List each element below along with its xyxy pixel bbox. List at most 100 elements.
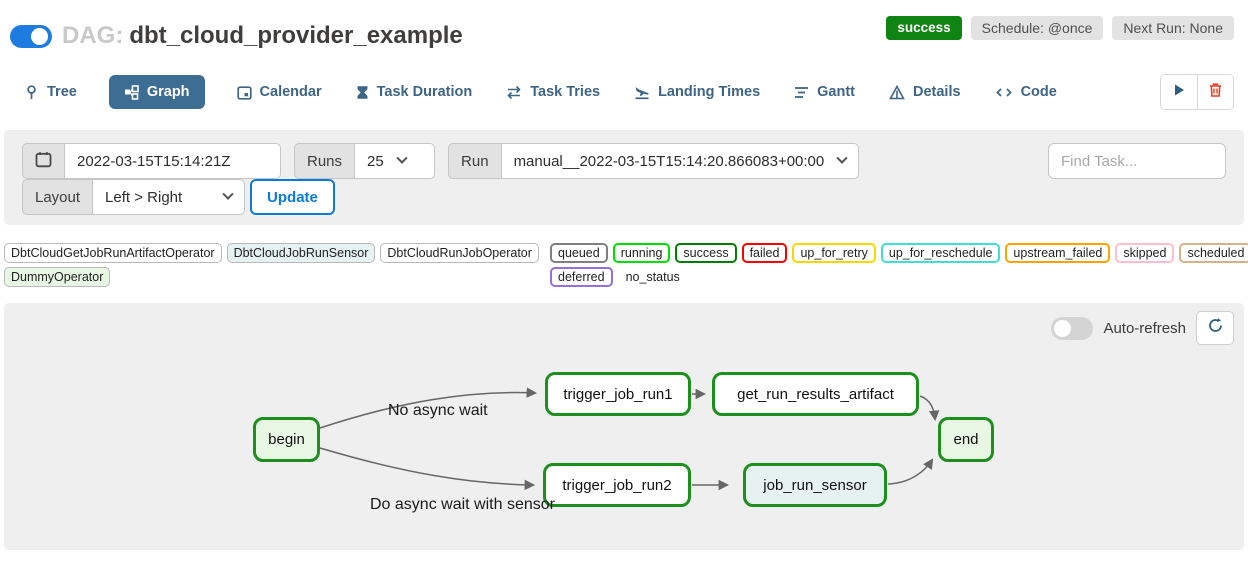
edge-label-no-async: No async wait [388,402,488,419]
operator-badge: DbtCloudJobRunSensor [226,243,376,263]
base-date-group: 2022-03-15T15:14:21Z [22,143,281,179]
status-badge-deferred[interactable]: deferred [550,267,613,287]
tab-task-tries[interactable]: Task Tries [504,75,602,109]
edge-artifact-end [919,395,940,422]
refresh-button[interactable] [1196,311,1234,345]
graph-icon [124,84,139,100]
layout-value: Left > Right [105,188,183,206]
page-header: DAG: dbt_cloud_provider_example success … [0,0,1248,50]
operator-badge: DbtCloudGetJobRunArtifactOperator [4,243,222,263]
operator-badge: DummyOperator [4,267,111,287]
runs-label: Runs [294,143,356,179]
edge-label-with-sensor: Do async wait with sensor [370,496,555,513]
graph-panel: Auto-refresh begin trigger_job_run1 get_… [4,303,1244,550]
update-button[interactable]: Update [250,179,335,215]
auto-refresh-toggle[interactable] [1051,316,1094,340]
refresh-icon [1207,317,1224,339]
toggle-knob [1054,319,1072,337]
refresh-controls: Auto-refresh [1051,311,1234,345]
run-select[interactable]: manual__2022-03-15T15:14:20.866083+00:00 [501,143,860,179]
tab-code[interactable]: Code [993,75,1059,109]
find-task-input[interactable] [1048,143,1226,179]
status-badge-success[interactable]: success [675,243,737,263]
next-run-badge: Next Run: None [1112,16,1234,40]
delete-dag-button[interactable] [1197,75,1233,109]
tab-calendar[interactable]: Calendar [235,75,324,109]
auto-refresh-label: Auto-refresh [1103,319,1186,337]
calendar-icon [35,151,52,172]
chevron-down-icon [836,152,848,164]
edge-begin-trigger2 [319,447,536,491]
layout-label: Layout [22,179,94,215]
calendar-addon [22,143,65,179]
schedule-badge[interactable]: Schedule: @once [970,16,1104,40]
gantt-icon [794,85,809,100]
dag-pause-toggle[interactable] [10,24,52,48]
tab-label: Graph [146,84,190,100]
tab-label: Landing Times [658,84,761,100]
node-begin[interactable]: begin [253,417,320,462]
node-end[interactable]: end [938,417,994,462]
status-badge: success [886,16,962,40]
node-job-run-sensor[interactable]: job_run_sensor [743,463,887,507]
tab-label: Gantt [817,84,855,100]
dag-prefix-label: DAG: [62,22,124,49]
chevron-down-icon [222,188,234,200]
details-icon [889,84,905,100]
operator-legend: DbtCloudGetJobRunArtifactOperator DbtClo… [4,243,550,287]
base-date-input[interactable]: 2022-03-15T15:14:21Z [65,143,281,179]
tab-label: Details [913,84,961,100]
runs-select[interactable]: 25 [355,143,436,179]
runs-value: 25 [367,152,384,170]
status-badge-upstream-failed[interactable]: upstream_failed [1005,243,1111,263]
status-badge-skipped[interactable]: skipped [1115,243,1175,263]
header-badges: success Schedule: @once Next Run: None [886,16,1234,40]
status-badge-failed[interactable]: failed [741,243,788,263]
tab-task-duration[interactable]: Task Duration [354,75,475,109]
edge-sensor-end [887,458,934,485]
filter-row-2: Layout Left > Right Update [22,179,1226,215]
legend: DbtCloudGetJobRunArtifactOperator DbtClo… [4,243,1248,287]
legend-row: DbtCloudGetJobRunArtifactOperator DbtClo… [4,243,550,263]
operator-badge: DbtCloudRunJobOperator [380,243,539,263]
status-badge-no-status: no_status [625,270,680,284]
legend-row: deferred no_status [550,267,1248,287]
run-label: Run [448,143,502,179]
status-badge-running[interactable]: running [612,243,671,263]
node-get-run-results-artifact[interactable]: get_run_results_artifact [712,372,919,416]
calendar-icon [236,85,252,100]
view-tabbar: Tree Graph Calendar Task Duration Task T… [22,74,1234,110]
tab-landing-times[interactable]: Landing Times [632,75,762,109]
status-badge-queued[interactable]: queued [550,243,608,263]
status-badge-up-for-reschedule[interactable]: up_for_reschedule [880,243,1001,263]
play-icon [1172,83,1186,102]
status-legend: queued running success failed up_for_ret… [550,243,1248,287]
dag-title-group: DAG: dbt_cloud_provider_example [10,22,463,50]
tab-graph[interactable]: Graph [108,75,205,109]
toggle-knob [31,27,48,45]
tab-gantt[interactable]: Gantt [792,75,857,109]
layout-select[interactable]: Left > Right [93,179,246,215]
legend-row: queued running success failed up_for_ret… [550,243,1248,263]
dag-title: dbt_cloud_provider_example [129,22,463,49]
run-group: Run manual__2022-03-15T15:14:20.866083+0… [448,143,860,179]
trigger-dag-button[interactable] [1161,75,1197,109]
node-trigger-job-run1[interactable]: trigger_job_run1 [545,372,691,416]
status-badge-scheduled[interactable]: scheduled [1179,243,1248,263]
node-trigger-job-run2[interactable]: trigger_job_run2 [543,463,691,507]
chevron-down-icon [396,152,408,164]
legend-row: DummyOperator [4,267,550,287]
tree-icon [24,84,39,100]
status-badge-up-for-retry[interactable]: up_for_retry [792,243,876,263]
run-value: manual__2022-03-15T15:14:20.866083+00:00 [513,152,825,170]
tab-label: Calendar [259,84,322,100]
tab-details[interactable]: Details [887,75,963,109]
layout-group: Layout Left > Right [22,179,246,215]
tab-label: Code [1020,84,1057,100]
runs-group: Runs 25 [294,143,436,179]
filter-panel: 2022-03-15T15:14:21Z Runs 25 Run manual_… [4,130,1244,225]
code-icon [995,85,1013,100]
landing-icon [634,85,650,100]
tab-tree[interactable]: Tree [22,75,79,109]
dag-action-buttons [1160,74,1234,110]
